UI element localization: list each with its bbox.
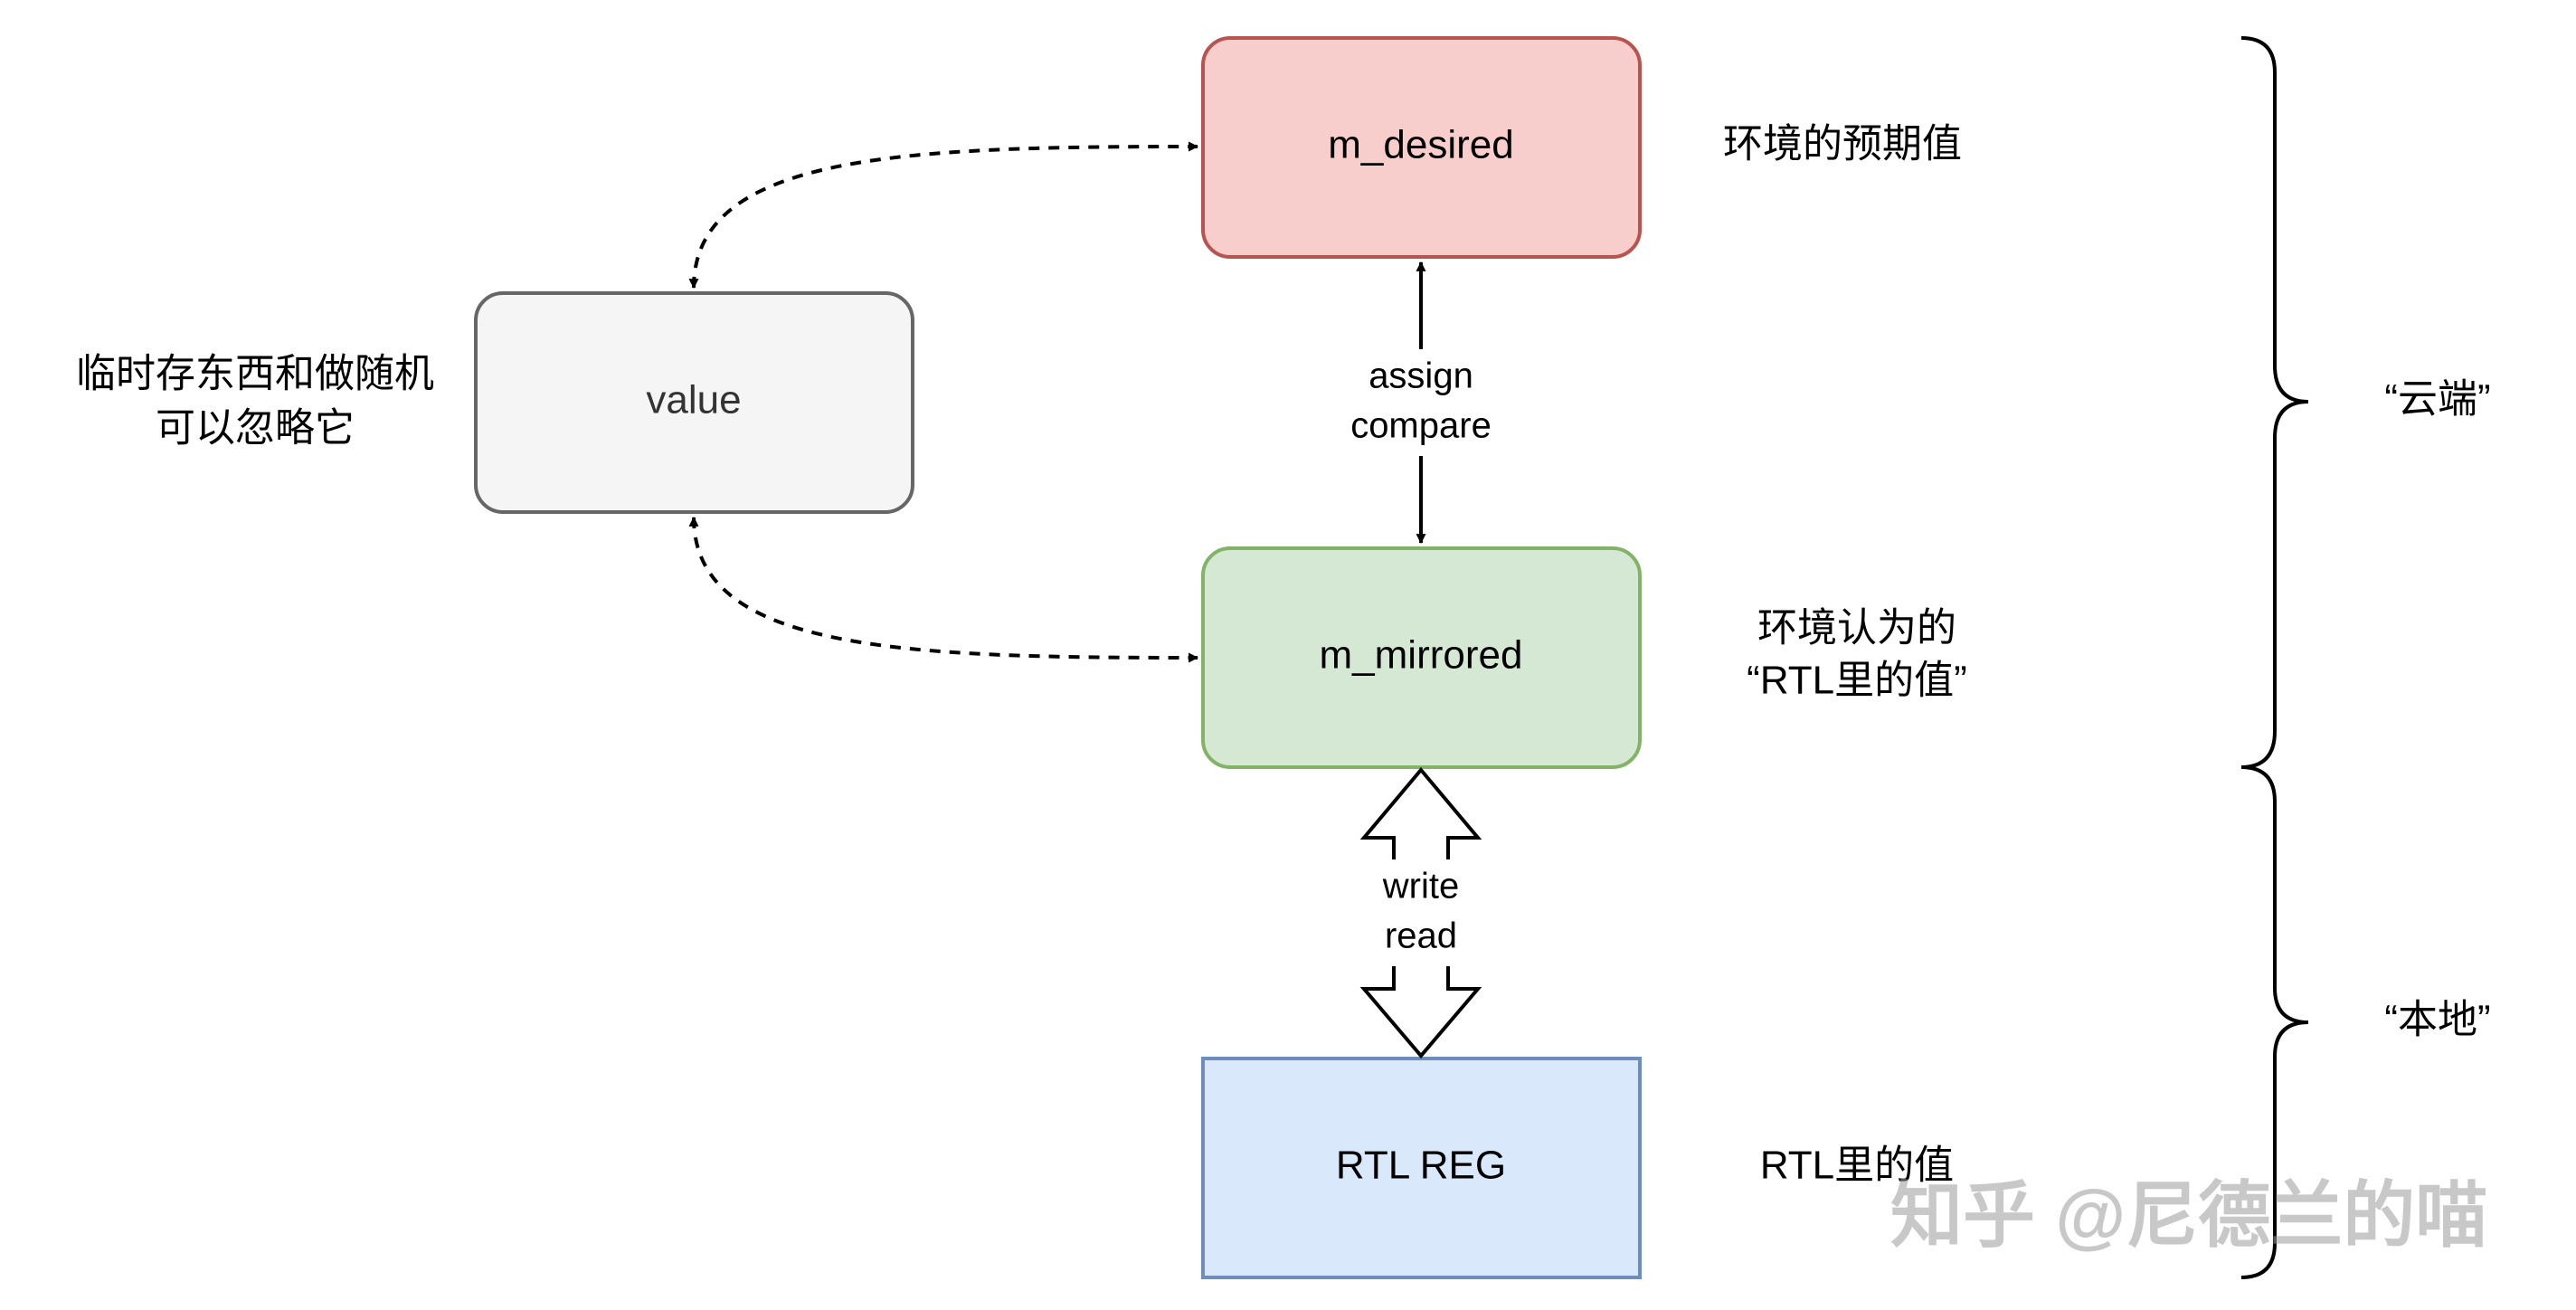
brace-cloud [2240,36,2309,769]
rtl-reg-box [1201,1057,1642,1279]
m-mirrored-box [1201,546,1642,769]
node-value[interactable]: value [474,291,914,514]
m-desired-box [1201,36,1642,259]
brace-local-label: “本地” [2384,998,2490,1042]
mirrored-note-line1: 环境认为的 [1757,606,1956,650]
node-m-mirrored[interactable]: m_mirrored [1201,546,1642,769]
rtl-note: RTL里的值 [1760,1144,1954,1188]
compare-label: compare [1350,406,1492,446]
write-read-label-bg [1371,859,1471,966]
rtl-reg-label: RTL REG [1336,1144,1506,1188]
value-label: value [646,378,741,422]
m-desired-label: m_desired [1328,123,1513,167]
node-m-desired[interactable]: m_desired [1201,36,1642,259]
desired-note: 环境的预期值 [1723,122,1962,166]
brace-cloud-label: “云端” [2384,377,2490,422]
node-rtl-reg[interactable]: RTL REG [1201,1057,1642,1279]
value-note-line2: 可以忽略它 [156,406,355,451]
assign-compare-label-bg [1337,349,1505,456]
value-note-line1: 临时存东西和做随机 [76,352,434,396]
dashed-arrow-value-mirrored [688,516,1199,663]
watermark: 知乎 @尼德兰的喵 [1890,1175,2487,1256]
brace-local [2240,765,2309,1279]
mirrored-note-line2: “RTL里的值” [1747,659,1967,703]
m-mirrored-label: m_mirrored [1320,633,1523,678]
write-label: write [1382,867,1459,907]
value-box [474,291,914,514]
assign-label: assign [1368,356,1473,396]
dashed-arrow-value-desired [688,141,1199,290]
read-label: read [1385,916,1457,956]
